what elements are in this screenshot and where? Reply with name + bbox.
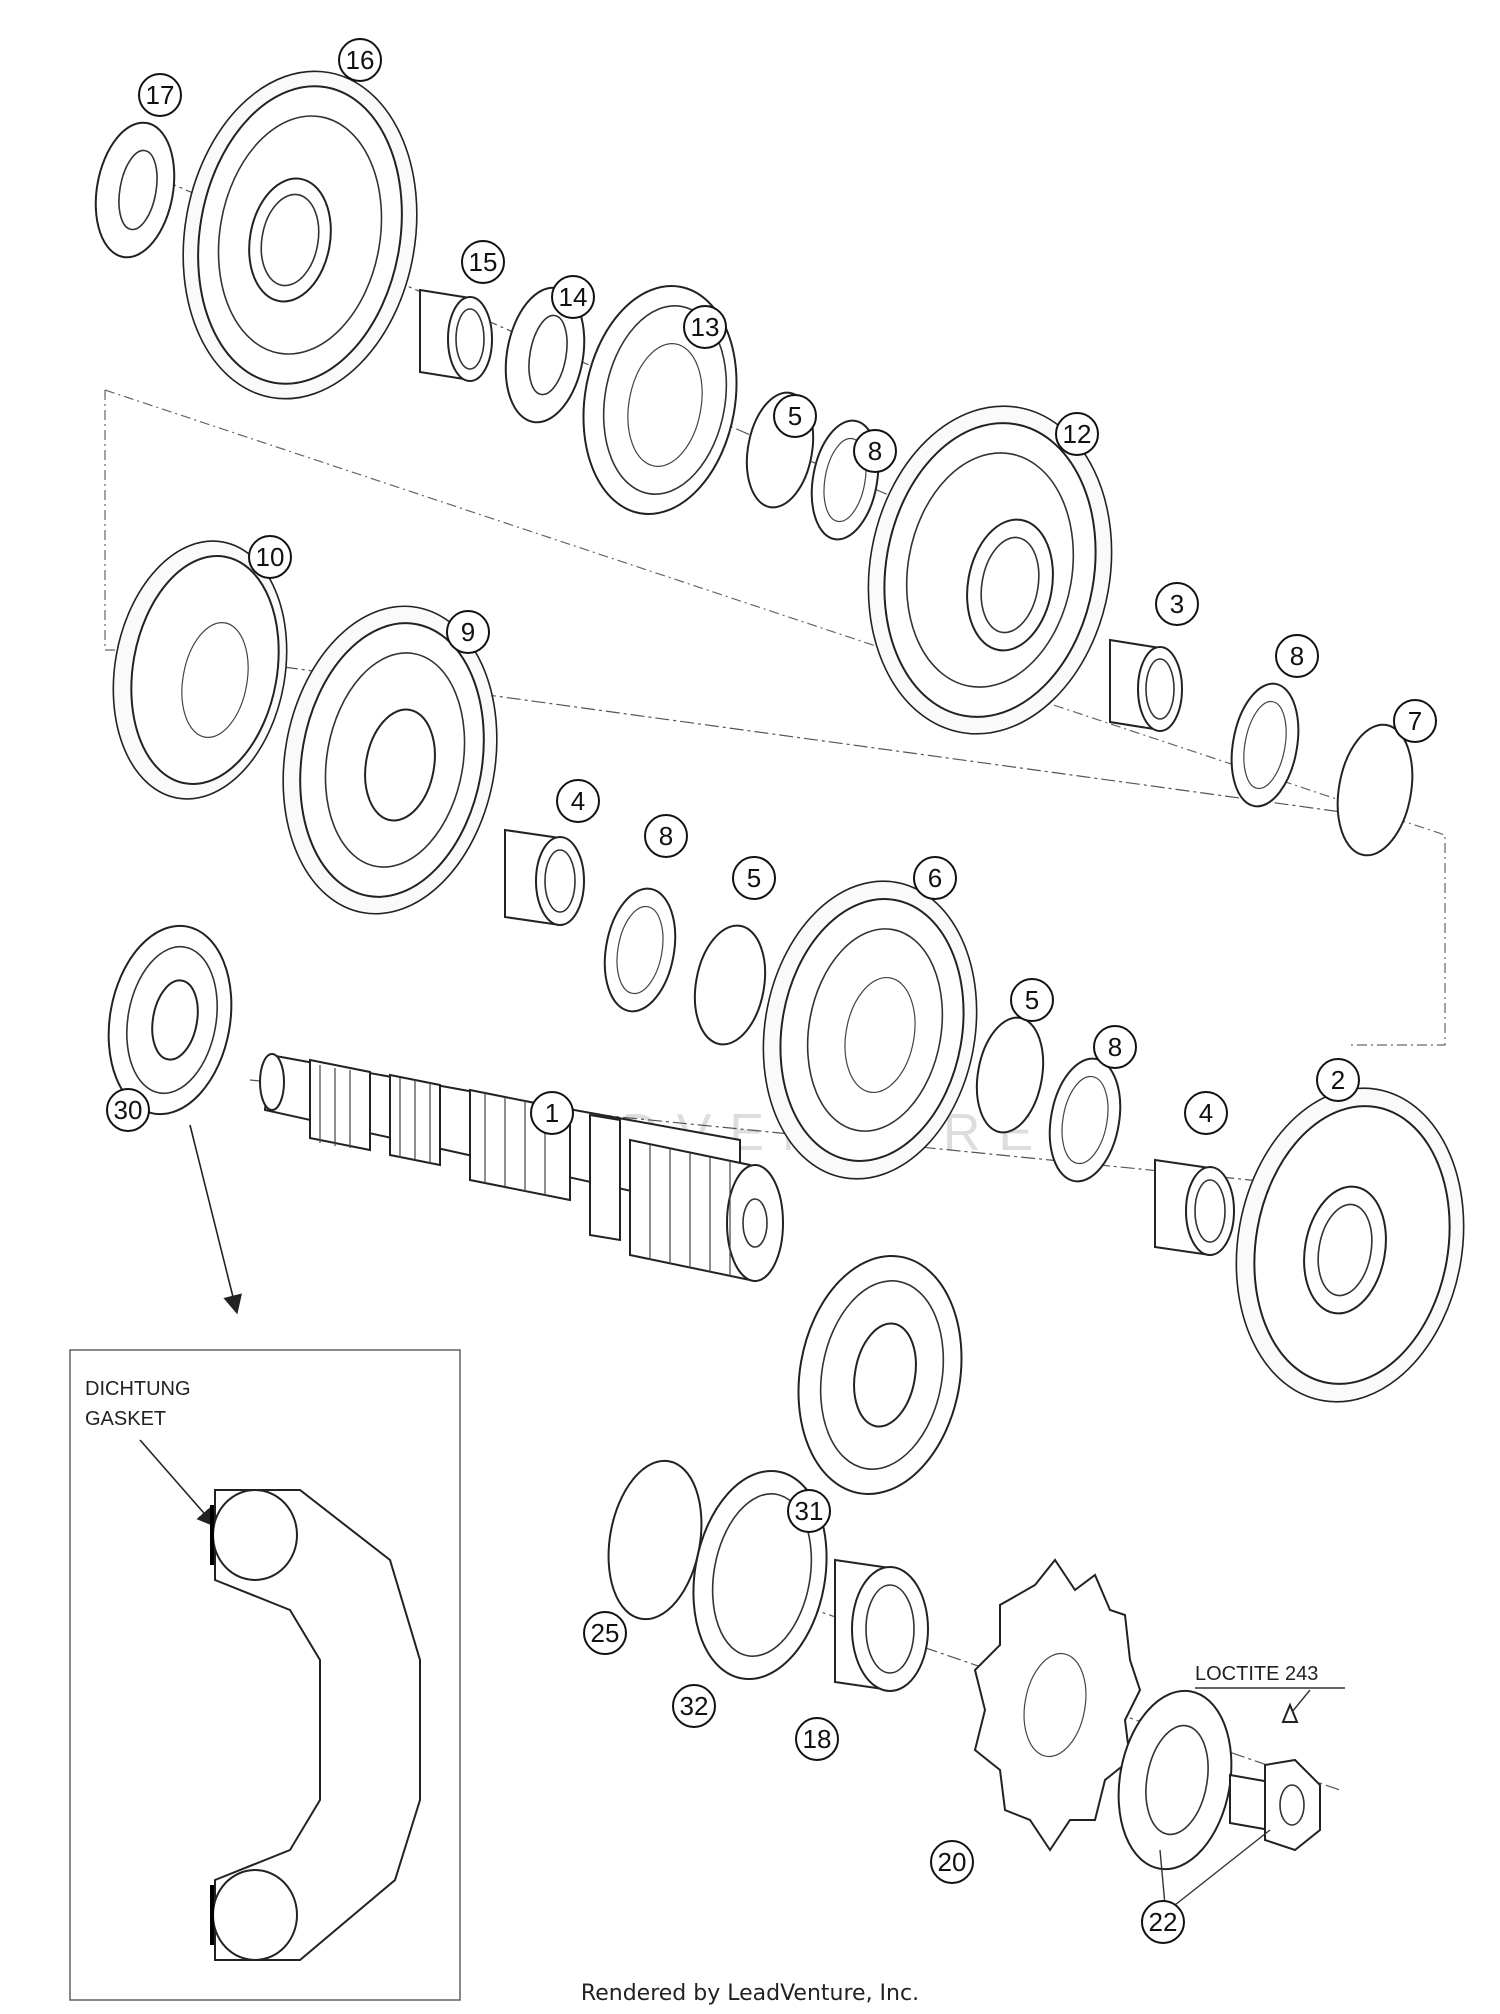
footer-credit: Rendered by LeadVenture, Inc. xyxy=(581,1981,919,2006)
detail-bore-top xyxy=(212,1489,298,1581)
svg-text:30: 30 xyxy=(114,1095,143,1125)
callout-32: 32 xyxy=(672,1684,716,1728)
svg-text:9: 9 xyxy=(461,617,475,647)
bearing-30 xyxy=(107,924,233,1116)
washer-nut-22 xyxy=(1117,1689,1321,1871)
callout-8-mid: 8 xyxy=(644,814,688,858)
callout-31: 31 xyxy=(787,1489,831,1533)
gear-10 xyxy=(112,540,288,800)
callout-8-upper: 8 xyxy=(853,429,897,473)
callout-5-mid: 5 xyxy=(732,856,776,900)
circlip-5-mid xyxy=(693,924,767,1046)
loctite-label: LOCTITE 243 xyxy=(1195,1663,1318,1685)
callout-4-right: 4 xyxy=(1184,1091,1228,1135)
svg-text:5: 5 xyxy=(1025,985,1039,1015)
callout-22: 22 xyxy=(1141,1900,1185,1944)
svg-text:8: 8 xyxy=(1108,1032,1122,1062)
gear-6 xyxy=(762,880,978,1180)
callout-30: 30 xyxy=(106,1088,150,1132)
detail-inset: DICHTUNG GASKET xyxy=(69,1349,461,2001)
svg-text:12: 12 xyxy=(1063,419,1092,449)
svg-text:31: 31 xyxy=(795,1496,824,1526)
detail-label-de: DICHTUNG xyxy=(85,1378,191,1400)
callout-15: 15 xyxy=(461,240,505,284)
svg-text:32: 32 xyxy=(680,1691,709,1721)
toothed-washer-8-low xyxy=(1048,1057,1122,1183)
svg-text:6: 6 xyxy=(928,863,942,893)
loctite-drop-icon xyxy=(1281,1702,1299,1723)
circlip-7 xyxy=(1336,723,1414,857)
svg-text:14: 14 xyxy=(559,282,588,312)
callout-14: 14 xyxy=(551,275,595,319)
svg-text:15: 15 xyxy=(469,247,498,277)
main-shaft-1 xyxy=(259,1053,784,1282)
svg-text:18: 18 xyxy=(803,1724,832,1754)
callout-16: 16 xyxy=(338,38,382,82)
bushing-4-right xyxy=(1154,1158,1235,1257)
svg-text:4: 4 xyxy=(571,786,585,816)
sprocket-20 xyxy=(973,1558,1142,1852)
loctite-annotation: LOCTITE 243 xyxy=(1195,1663,1345,1713)
detail-arrow xyxy=(189,1124,242,1315)
gear-9 xyxy=(282,605,498,915)
callout-8-low: 8 xyxy=(1093,1025,1137,1069)
svg-text:8: 8 xyxy=(1290,641,1304,671)
svg-text:5: 5 xyxy=(788,401,802,431)
callout-5-upper: 5 xyxy=(773,394,817,438)
bushing-4-left xyxy=(504,828,585,927)
detail-bore-bottom xyxy=(212,1869,298,1961)
callout-10: 10 xyxy=(248,535,292,579)
svg-text:20: 20 xyxy=(938,1847,967,1877)
callout-20: 20 xyxy=(930,1840,974,1884)
callout-8-right: 8 xyxy=(1275,634,1319,678)
svg-text:8: 8 xyxy=(868,436,882,466)
svg-text:2: 2 xyxy=(1331,1065,1345,1095)
callout-4-left: 4 xyxy=(556,779,600,823)
callout-18: 18 xyxy=(795,1717,839,1761)
svg-text:17: 17 xyxy=(146,80,175,110)
svg-text:22: 22 xyxy=(1149,1907,1178,1937)
leader-22 xyxy=(1159,1829,1271,1906)
gear-12 xyxy=(867,405,1113,735)
callout-5-low: 5 xyxy=(1010,978,1054,1022)
shift-ring-13 xyxy=(582,285,738,515)
toothed-washer-8-mid xyxy=(603,887,677,1013)
svg-text:16: 16 xyxy=(346,45,375,75)
svg-text:7: 7 xyxy=(1408,706,1422,736)
toothed-washer-8-right xyxy=(1230,682,1300,808)
callout-9: 9 xyxy=(446,610,490,654)
callout-17: 17 xyxy=(138,73,182,117)
callout-2: 2 xyxy=(1316,1058,1360,1102)
svg-text:4: 4 xyxy=(1199,1098,1213,1128)
svg-text:10: 10 xyxy=(256,542,285,572)
gear-16 xyxy=(182,70,418,400)
bushing-3 xyxy=(1109,638,1183,732)
washer-17 xyxy=(94,121,176,259)
svg-text:1: 1 xyxy=(545,1098,559,1128)
bushing-15 xyxy=(419,288,493,382)
callout-3: 3 xyxy=(1155,582,1199,626)
spacer-18 xyxy=(834,1558,929,1692)
svg-text:25: 25 xyxy=(591,1618,620,1648)
svg-text:8: 8 xyxy=(659,821,673,851)
gear-2 xyxy=(1235,1087,1465,1403)
svg-text:13: 13 xyxy=(691,312,720,342)
detail-label-en: GASKET xyxy=(85,1408,166,1430)
callout-13: 13 xyxy=(683,305,727,349)
callout-6: 6 xyxy=(913,856,957,900)
svg-text:5: 5 xyxy=(747,863,761,893)
callout-7: 7 xyxy=(1393,699,1437,743)
bearing-31 xyxy=(797,1255,963,1495)
callout-12: 12 xyxy=(1055,412,1099,456)
svg-text:3: 3 xyxy=(1170,589,1184,619)
callout-25: 25 xyxy=(583,1611,627,1655)
callout-1: 1 xyxy=(530,1091,574,1135)
